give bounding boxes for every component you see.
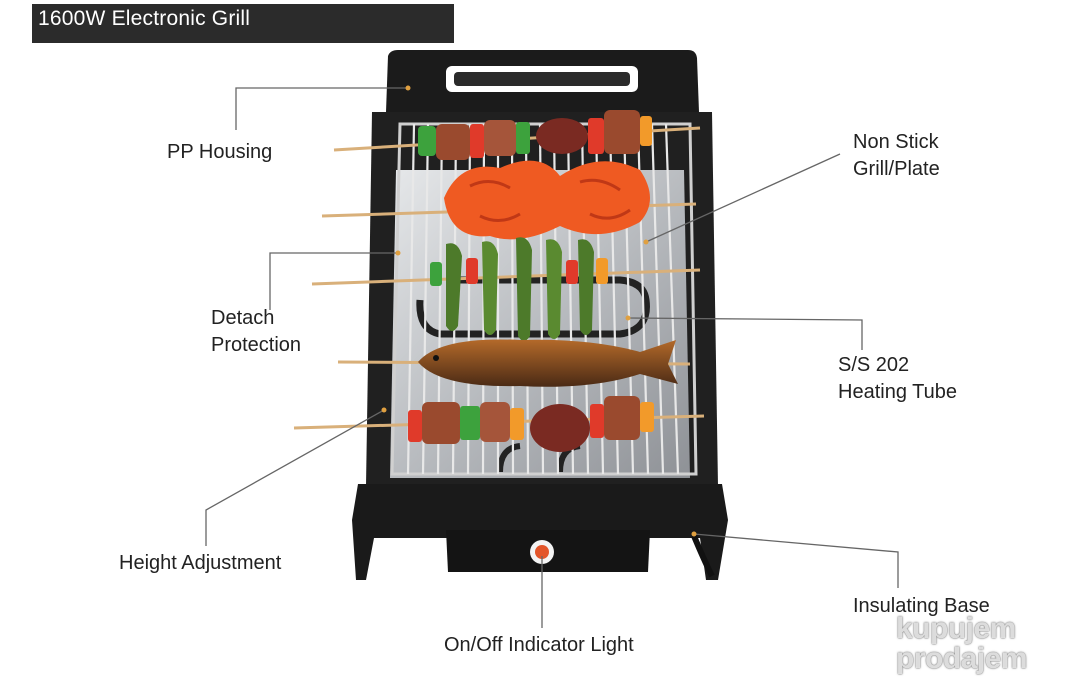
- label-indicator-light: On/Off Indicator Light: [444, 632, 634, 659]
- skewer-okra: [311, 237, 701, 341]
- label-insulating-base: Insulating Base: [853, 593, 990, 620]
- callout-lines: [205, 85, 899, 628]
- label-pp-housing-text: PP Housing: [167, 141, 273, 163]
- label-detach-protection: Detach Protection: [211, 305, 301, 359]
- insulating-base: [352, 484, 728, 580]
- label-insulating-base-text: Insulating Base: [853, 595, 990, 617]
- watermark: kupujem prodajem: [896, 612, 1028, 675]
- label-indicator-light-text: On/Off Indicator Light: [444, 634, 634, 656]
- label-height-adjustment-text: Height Adjustment: [119, 552, 282, 574]
- label-pp-housing: PP Housing: [167, 139, 272, 166]
- skewer-squid: [321, 160, 697, 240]
- label-non-stick-line1: Non Stick: [853, 131, 939, 153]
- label-detach-line2: Protection: [211, 334, 302, 356]
- label-detach-line1: Detach: [211, 307, 275, 329]
- label-non-stick: Non Stick Grill/Plate: [853, 129, 940, 183]
- watermark-line2: prodajem: [896, 642, 1028, 675]
- label-height-adjustment: Height Adjustment: [119, 550, 281, 577]
- title-banner: [32, 4, 454, 43]
- page-title: 1600W Electronic Grill: [38, 7, 251, 30]
- skewer-top: [333, 110, 701, 160]
- label-heating-tube: S/S 202 Heating Tube: [838, 352, 957, 406]
- watermark-line1: kupujem: [896, 612, 1016, 645]
- label-heating-line1: S/S 202: [838, 354, 910, 376]
- label-non-stick-line2: Grill/Plate: [853, 158, 940, 180]
- skewer-fish: [337, 339, 691, 387]
- label-heating-line2: Heating Tube: [838, 381, 957, 403]
- indicator-light: [535, 545, 549, 559]
- pp-housing: [386, 50, 699, 112]
- skewer-bottom: [293, 396, 705, 452]
